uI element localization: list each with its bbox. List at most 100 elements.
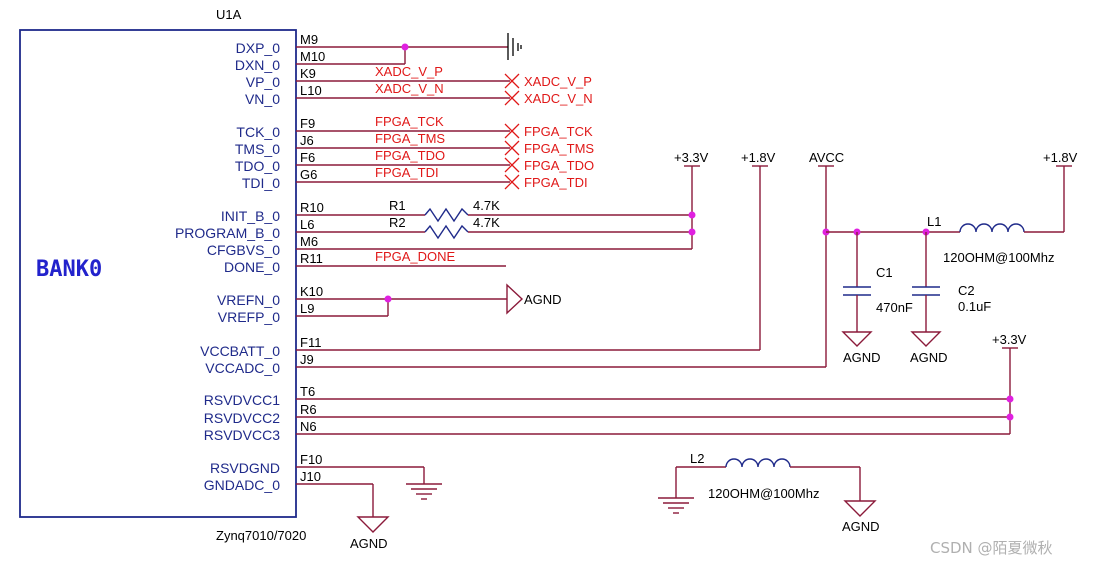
agnd-triangle-icon xyxy=(910,331,942,347)
pin-num-f10: F10 xyxy=(300,452,322,467)
component-ref: U1A xyxy=(216,7,242,22)
chassis-ground-icon xyxy=(507,33,522,60)
bank-label: BANK0 xyxy=(36,257,102,282)
pin-label-gndadc: GNDADC_0 xyxy=(204,477,280,493)
l2-ground-bridge: AGND L2 120OHM@100Mhz xyxy=(658,451,880,534)
pin-label-vrefn: VREFN_0 xyxy=(217,292,280,308)
l1-ref: L1 xyxy=(927,214,941,229)
pin-label-tck: TCK_0 xyxy=(236,124,280,140)
pin-label-program-b: PROGRAM_B_0 xyxy=(175,225,280,241)
ground-icon xyxy=(406,483,442,500)
pin-num-m6: M6 xyxy=(300,234,318,249)
pin-label-rsvdvcc3: RSVDVCC3 xyxy=(204,427,280,443)
pin-num-f6: F6 xyxy=(300,150,315,165)
power-label-agnd-c2: AGND xyxy=(910,350,948,365)
rsvdvcc-net: +3.3V xyxy=(296,332,1027,435)
component-part: Zynq7010/7020 xyxy=(216,528,306,543)
c1-value: 470nF xyxy=(876,300,913,315)
pin-num-m9: M9 xyxy=(300,32,318,47)
xadc-nets: XADC_V_P XADC_V_N XADC_V_P XADC_V_N xyxy=(296,64,593,106)
power-label-agnd-vref: AGND xyxy=(524,292,562,307)
r2-value: 4.7K xyxy=(473,215,500,230)
gndadc-net: AGND xyxy=(296,483,390,551)
rsvdgnd-net xyxy=(296,466,442,500)
power-label-3v3-top: +3.3V xyxy=(674,150,709,165)
pin-num-r10: R10 xyxy=(300,200,324,215)
pin-label-vrefp: VREFP_0 xyxy=(218,309,280,325)
power-label-avcc: AVCC xyxy=(809,150,844,165)
jtag-nets: FPGA_TCK FPGA_TMS FPGA_TDO FPGA_TDI FPGA… xyxy=(296,114,594,190)
offpage-connector-icon xyxy=(504,123,520,139)
agnd-arrow-icon xyxy=(506,283,524,315)
pin-num-n6: N6 xyxy=(300,419,317,434)
pin-num-m10: M10 xyxy=(300,49,325,64)
pin-num-f11: F11 xyxy=(300,335,321,350)
pin-label-done: DONE_0 xyxy=(224,259,280,275)
vref-agnd-net: AGND xyxy=(296,283,562,317)
pin-num-k9: K9 xyxy=(300,66,316,81)
pin-label-tdo: TDO_0 xyxy=(235,158,280,174)
pin-label-tdi: TDI_0 xyxy=(242,175,280,191)
power-label-3v3-right: +3.3V xyxy=(992,332,1027,347)
offpage-connector-icon xyxy=(504,157,520,173)
net-label-fpga-tdo: FPGA_TDO xyxy=(375,148,445,163)
offpage-label-xadc-v-p: XADC_V_P xyxy=(524,74,592,89)
offpage-label-fpga-tms: FPGA_TMS xyxy=(524,141,594,156)
l2-value: 120OHM@100Mhz xyxy=(708,486,819,501)
power-label-agnd-l2: AGND xyxy=(842,519,880,534)
l1-value: 120OHM@100Mhz xyxy=(943,250,1054,265)
power-label-agnd-gndadc: AGND xyxy=(350,536,388,551)
pin-label-rsvdvcc1: RSVDVCC1 xyxy=(204,392,280,408)
pin-label-dxn: DXN_0 xyxy=(235,57,280,73)
net-label-fpga-tms: FPGA_TMS xyxy=(375,131,445,146)
pin-label-dxp: DXP_0 xyxy=(236,40,281,56)
pin-num-j6: J6 xyxy=(300,133,314,148)
pin-label-init-b: INIT_B_0 xyxy=(221,208,280,224)
l2-ref: L2 xyxy=(690,451,704,466)
pin-num-l9: L9 xyxy=(300,301,314,316)
vccbatt-net: +1.8V xyxy=(296,150,776,351)
c2-ref: C2 xyxy=(958,283,975,298)
pin-num-j9: J9 xyxy=(300,352,314,367)
c1-ref: C1 xyxy=(876,265,893,280)
r2-ref: R2 xyxy=(389,215,406,230)
inductor-l1-icon xyxy=(959,223,1025,233)
offpage-connector-icon xyxy=(504,140,520,156)
watermark: CSDN @陌夏微秋 xyxy=(930,539,1053,557)
ground-icon xyxy=(658,497,694,514)
resistor-r1-icon xyxy=(424,207,469,223)
power-label-agnd-c1: AGND xyxy=(843,350,881,365)
pin-label-rsvdgnd: RSVDGND xyxy=(210,460,280,476)
pin-num-g6: G6 xyxy=(300,167,317,182)
net-label-fpga-done: FPGA_DONE xyxy=(375,249,456,264)
pin-num-t6: T6 xyxy=(300,384,315,399)
agnd-triangle-icon xyxy=(841,331,873,347)
net-label-fpga-tck: FPGA_TCK xyxy=(375,114,444,129)
dxp-dxn-ground-net xyxy=(296,33,522,65)
inductor-l2-icon xyxy=(725,458,791,468)
r1-ref: R1 xyxy=(389,198,406,213)
pin-num-f9: F9 xyxy=(300,116,315,131)
pin-num-r11: R11 xyxy=(300,251,323,266)
pin-label-vccadc: VCCADC_0 xyxy=(205,360,280,376)
resistor-r2-icon xyxy=(424,224,469,240)
pin-label-rsvdvcc2: RSVDVCC2 xyxy=(204,410,280,426)
net-label-xadc-v-n: XADC_V_N xyxy=(375,81,444,96)
offpage-label-xadc-v-n: XADC_V_N xyxy=(524,91,593,106)
config-pullup-net: R1 4.7K R2 4.7K +3.3V xyxy=(296,150,709,250)
offpage-label-fpga-tdo: FPGA_TDO xyxy=(524,158,594,173)
offpage-connector-icon xyxy=(504,73,520,89)
net-label-fpga-tdi: FPGA_TDI xyxy=(375,165,439,180)
offpage-label-fpga-tck: FPGA_TCK xyxy=(524,124,593,139)
vccadc-avcc-net: AVCC AGND C1 470nF AGND C2 0.1uF +1.8V L… xyxy=(296,150,1078,368)
pin-label-tms: TMS_0 xyxy=(235,141,280,157)
pin-num-j10: J10 xyxy=(300,469,321,484)
pin-num-l10: L10 xyxy=(300,83,322,98)
pin-labels: DXP_0 DXN_0 VP_0 VN_0 TCK_0 TMS_0 TDO_0 … xyxy=(175,40,280,493)
offpage-connector-icon xyxy=(504,174,520,190)
pin-num-r6: R6 xyxy=(300,402,317,417)
pin-label-vccbatt: VCCBATT_0 xyxy=(200,343,280,359)
c2-value: 0.1uF xyxy=(958,299,991,314)
pin-label-cfgbvs: CFGBVS_0 xyxy=(207,242,280,258)
offpage-label-fpga-tdi: FPGA_TDI xyxy=(524,175,588,190)
